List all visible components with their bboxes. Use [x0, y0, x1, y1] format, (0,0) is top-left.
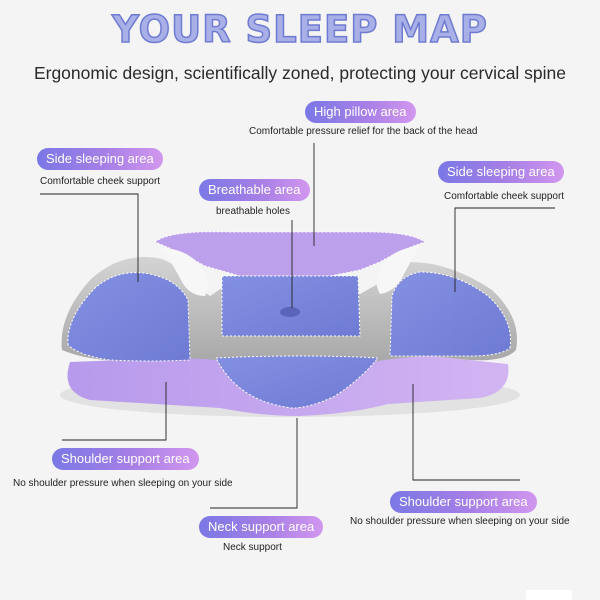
shoulder-support-left-desc: No shoulder pressure when sleeping on yo…: [13, 478, 233, 489]
side-sleeping-left-desc: Comfortable cheek support: [40, 176, 161, 187]
neck-zone-shape: [215, 355, 380, 409]
neck-support-label: Neck support area: [199, 516, 324, 538]
breathable-zone-shape: [221, 275, 361, 337]
breathable-desc: breathable holes: [216, 206, 290, 217]
page-subtitle: Ergonomic design, scientifically zoned, …: [33, 63, 567, 83]
right-side-zone-shape: [389, 271, 512, 357]
neck-support-desc: Neck support: [223, 542, 282, 553]
corner-block: [526, 590, 572, 600]
shoulder-support-right-label: Shoulder support area: [390, 491, 537, 513]
left-cutout: [160, 248, 208, 296]
side-sleeping-right-desc: Comfortable cheek support: [444, 191, 565, 202]
high-pillow-zone-shape: [154, 231, 427, 277]
breathing-hole: [280, 307, 300, 317]
left-side-zone-shape: [67, 272, 191, 362]
shoulder-support-right-desc: No shoulder pressure when sleeping on yo…: [350, 516, 570, 527]
high-pillow-label: High pillow area: [305, 101, 416, 123]
shoulder-support-left-label: Shoulder support area: [52, 448, 199, 470]
right-cutout: [376, 246, 420, 294]
page-title: YOUR SLEEP MAP: [111, 7, 488, 52]
side-sleeping-left-label: Side sleeping area: [37, 148, 163, 170]
breathable-label: Breathable area: [199, 179, 310, 201]
side-sleeping-right-label: Side sleeping area: [438, 161, 564, 183]
high-pillow-desc: Comfortable pressure relief for the back…: [249, 126, 478, 137]
leader-lines: [40, 143, 555, 509]
